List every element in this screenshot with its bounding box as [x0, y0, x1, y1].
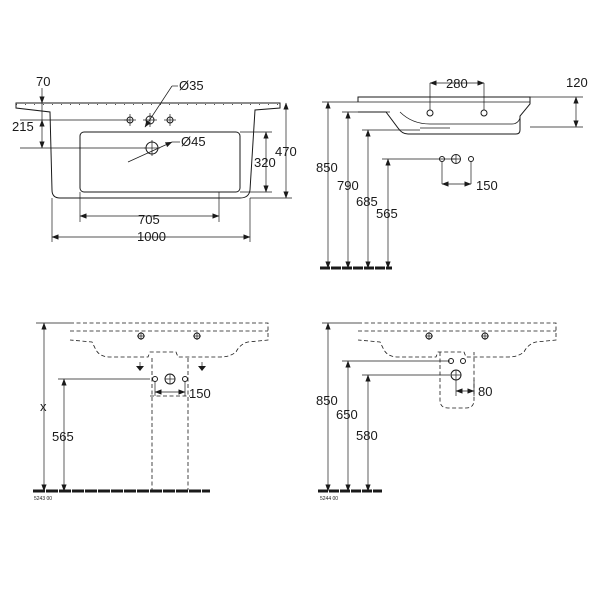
dim-120-label: 120 [566, 75, 588, 90]
front-view-right: 80 850 650 580 5244 00 [316, 322, 557, 502]
left-basin-outline [69, 322, 269, 358]
basin-outline [15, 102, 281, 199]
left-dim-565-label: 565 [52, 429, 74, 444]
side-view: 280 120 850 790 685 565 [316, 75, 588, 270]
dim-x-label: x [40, 399, 47, 414]
dim-dia35-label: Ø35 [179, 78, 204, 93]
dim-705-label: 705 [138, 212, 160, 227]
right-half-pedestal [439, 352, 475, 409]
right-dim-80-label: 80 [478, 384, 492, 399]
dim-850-label: 850 [316, 160, 338, 175]
left-drawing-code: 5243 00 [34, 496, 52, 502]
right-dim-850-label: 850 [316, 393, 338, 408]
dim-70-label: 70 [36, 74, 50, 89]
dim-150-label: 150 [476, 178, 498, 193]
side-basin-outline [357, 96, 531, 135]
dim-470-label: 470 [275, 144, 297, 159]
right-dim-650-label: 650 [336, 407, 358, 422]
top-view: 70 215 Ø35 Ø45 320 470 705 1000 [12, 74, 297, 244]
front-view-left: 150 x 565 5243 00 [33, 322, 269, 502]
right-basin-outline [357, 322, 557, 358]
dim-320-label: 320 [254, 155, 276, 170]
dim-685-label: 685 [356, 194, 378, 209]
left-pedestal [150, 358, 190, 490]
dim-565-label: 565 [376, 206, 398, 221]
basin-bowl [79, 131, 241, 193]
dim-dia45-label: Ø45 [181, 134, 206, 149]
left-dim-150-label: 150 [189, 386, 211, 401]
dim-1000-label: 1000 [137, 229, 166, 244]
right-dim-580-label: 580 [356, 428, 378, 443]
dim-790-label: 790 [337, 178, 359, 193]
dim-280-label: 280 [446, 76, 468, 91]
side-connections [439, 154, 474, 187]
dim-215-label: 215 [12, 119, 34, 134]
right-drawing-code: 5244 00 [320, 496, 338, 502]
